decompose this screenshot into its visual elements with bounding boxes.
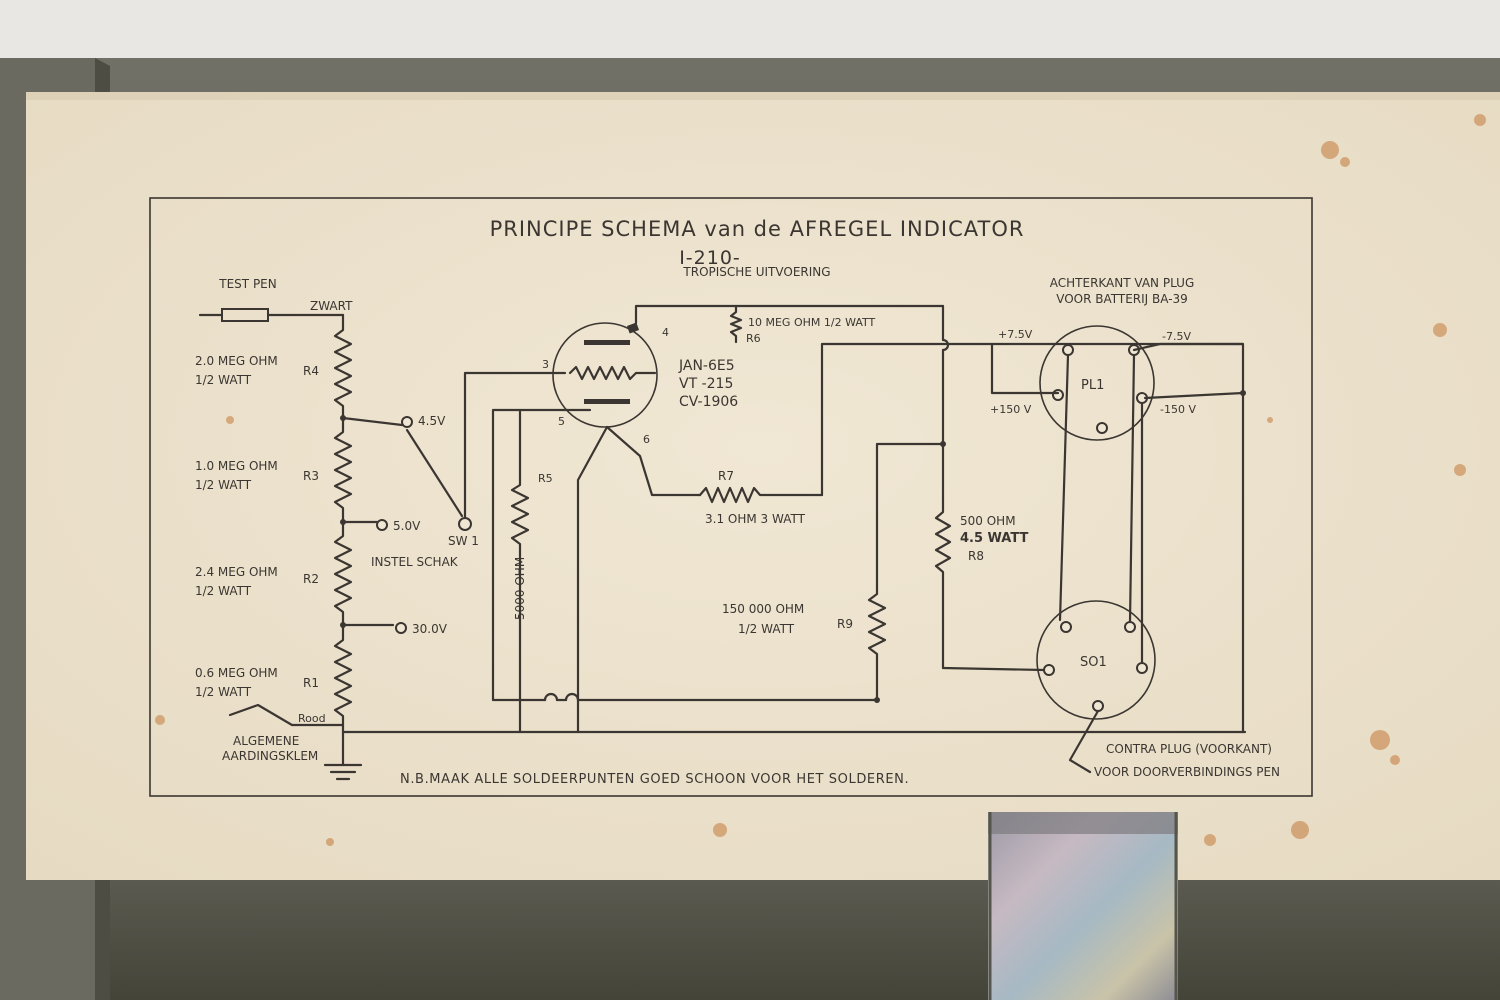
tap-4-5v bbox=[401, 416, 413, 428]
v-pos-150: +150 V bbox=[990, 403, 1032, 416]
so1-label: SO1 bbox=[1080, 655, 1107, 670]
r6-value: 10 MEG OHM 1/2 WATT bbox=[748, 316, 876, 329]
r2-value: 2.4 MEG OHM bbox=[195, 565, 278, 579]
tube-pin-4: 4 bbox=[662, 326, 669, 339]
voor-doorverbinding-label: VOOR DOORVERBINDINGS PEN bbox=[1094, 765, 1280, 779]
r1-rating: 1/2 WATT bbox=[195, 685, 252, 699]
r2-rating: 1/2 WATT bbox=[195, 584, 252, 598]
plug-back-label-2: VOOR BATTERIJ BA-39 bbox=[1056, 292, 1188, 306]
r8-value: 500 OHM bbox=[960, 514, 1016, 528]
tube-type-1: JAN-6E5 bbox=[678, 358, 735, 374]
tube-pin-6: 6 bbox=[643, 433, 650, 446]
zwart-label: ZWART bbox=[310, 299, 353, 313]
v-pos-7-5: +7.5V bbox=[998, 328, 1033, 341]
r5-value: 5000 OHM bbox=[513, 557, 527, 620]
r9-rating: 1/2 WATT bbox=[738, 622, 795, 636]
switch-ref: SW 1 bbox=[448, 534, 479, 548]
r3-rating: 1/2 WATT bbox=[195, 478, 252, 492]
svg-text:30.0V: 30.0V bbox=[412, 622, 448, 636]
svg-text:4.5V: 4.5V bbox=[418, 414, 446, 428]
r7-ref: R7 bbox=[718, 469, 734, 483]
ground-label-2: AARDINGSKLEM bbox=[222, 749, 318, 763]
plug-back-label-1: ACHTERKANT VAN PLUG bbox=[1050, 276, 1195, 290]
r9-ref: R9 bbox=[837, 617, 853, 631]
tube-pin-5: 5 bbox=[558, 415, 565, 428]
v-neg-7-5: -7.5V bbox=[1162, 330, 1191, 343]
tube-6e5 bbox=[552, 322, 658, 428]
r3-value: 1.0 MEG OHM bbox=[195, 459, 278, 473]
test-pen-label: TEST PEN bbox=[218, 277, 276, 291]
background-top bbox=[0, 0, 1500, 60]
resistor-r8 bbox=[934, 442, 952, 670]
resistor-r2 bbox=[333, 520, 353, 627]
r1-ref: R1 bbox=[303, 676, 319, 690]
label-paper bbox=[26, 92, 1500, 880]
socket-so1 bbox=[1036, 600, 1156, 720]
tube-type-2: VT -215 bbox=[679, 376, 733, 392]
r7-value: 3.1 OHM 3 WATT bbox=[705, 512, 806, 526]
r8-ref: R8 bbox=[968, 549, 984, 563]
tap-5-0v bbox=[376, 519, 388, 531]
resistor-r5 bbox=[510, 473, 530, 554]
metal-tab bbox=[988, 812, 1178, 1000]
switch-wiper bbox=[405, 428, 464, 518]
resistor-r3 bbox=[333, 416, 353, 524]
r8-rating: 4.5 WATT bbox=[960, 531, 1029, 546]
resistor-r7 bbox=[698, 486, 824, 504]
rust-stains bbox=[155, 114, 1486, 846]
model-number: I-210- bbox=[679, 247, 741, 269]
tube-pin-3: 3 bbox=[542, 358, 549, 371]
housing-lower-panel bbox=[0, 880, 1500, 1000]
switch-name: INSTEL SCHAK bbox=[371, 555, 459, 569]
svg-text:5.0V: 5.0V bbox=[393, 519, 421, 533]
schematic-border bbox=[149, 197, 1313, 797]
v-neg-150: -150 V bbox=[1160, 403, 1196, 416]
r2-ref: R2 bbox=[303, 572, 319, 586]
r6-ref: R6 bbox=[746, 332, 761, 345]
r3-ref: R3 bbox=[303, 469, 319, 483]
r9-value: 150 000 OHM bbox=[722, 602, 804, 616]
r4-value: 2.0 MEG OHM bbox=[195, 354, 278, 368]
resistor-r1 bbox=[333, 623, 353, 734]
tap-30-0v bbox=[395, 622, 407, 634]
schematic-title: PRINCIPE SCHEMA van de AFREGEL INDICATOR bbox=[490, 217, 1025, 241]
resistor-r6 bbox=[729, 304, 743, 344]
ground-label-1: ALGEMENE bbox=[233, 734, 299, 748]
resistor-r4 bbox=[333, 313, 353, 420]
switch-sw1 bbox=[458, 517, 472, 531]
tube-type-3: CV-1906 bbox=[679, 394, 738, 410]
r1-value: 0.6 MEG OHM bbox=[195, 666, 278, 680]
plug-pl1 bbox=[1039, 325, 1155, 441]
contra-plug-label: CONTRA PLUG (VOORKANT) bbox=[1106, 742, 1272, 756]
resistor-r9 bbox=[867, 586, 887, 702]
pl1-label: PL1 bbox=[1081, 378, 1104, 393]
r4-rating: 1/2 WATT bbox=[195, 373, 252, 387]
schematic-subtitle: TROPISCHE UITVOERING bbox=[682, 265, 830, 279]
r4-ref: R4 bbox=[303, 364, 319, 378]
r5-ref: R5 bbox=[538, 472, 553, 485]
rood-label: Rood bbox=[298, 712, 326, 725]
solder-note: N.B.MAAK ALLE SOLDEERPUNTEN GOED SCHOON … bbox=[400, 772, 909, 787]
